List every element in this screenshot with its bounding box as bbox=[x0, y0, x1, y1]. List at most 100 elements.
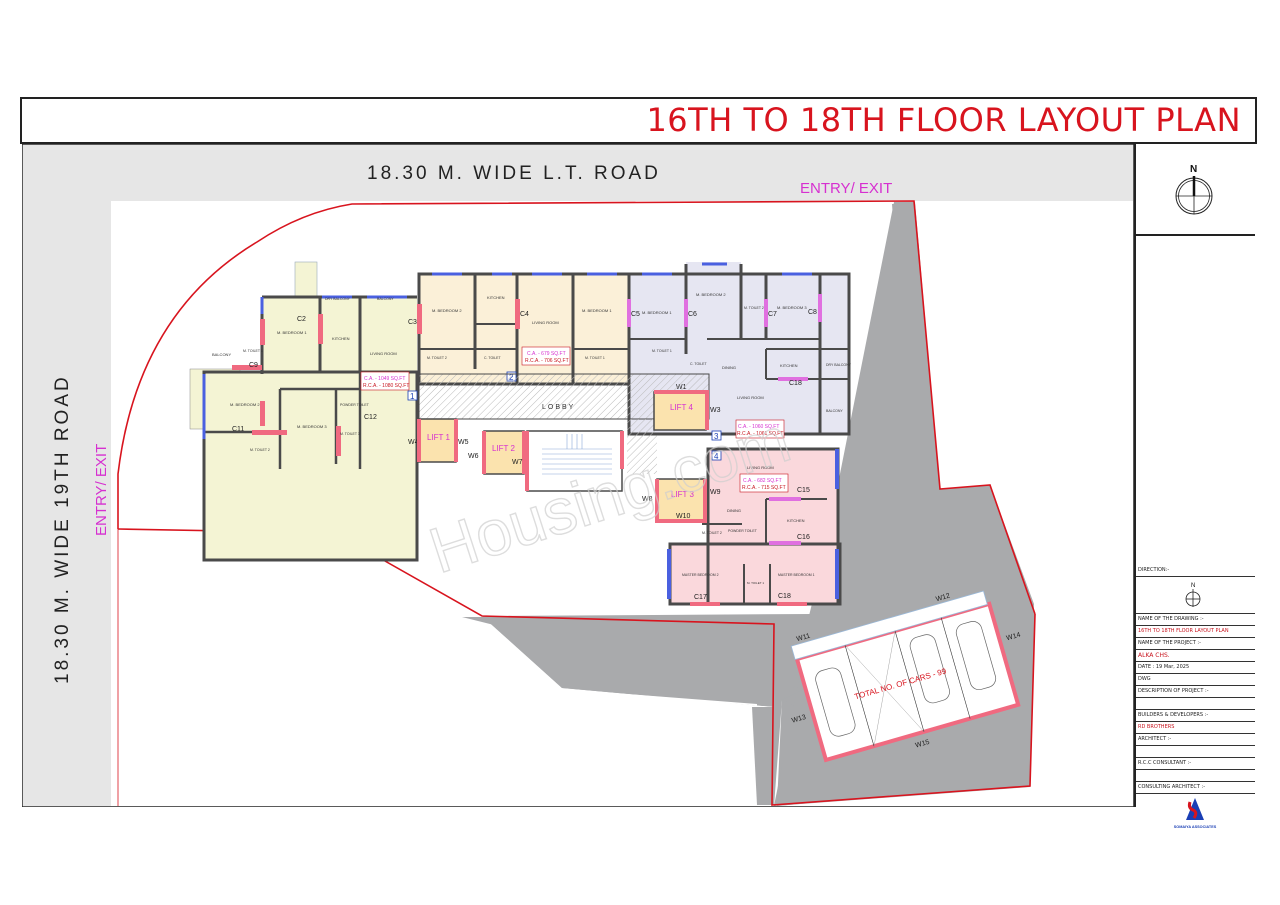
left-road-label: 18.30 M. WIDE 19TH ROAD bbox=[52, 374, 73, 684]
svg-text:M. BEDROOM 1: M. BEDROOM 1 bbox=[642, 310, 672, 315]
svg-text:C5: C5 bbox=[631, 311, 640, 318]
parking-block: TOTAL NO. OF CARS - 99 W11 W12 W13 W14 W… bbox=[790, 590, 1022, 763]
svg-text:M. TOILET 2: M. TOILET 2 bbox=[250, 448, 270, 452]
svg-text:BALCONY: BALCONY bbox=[212, 352, 231, 357]
svg-text:C18: C18 bbox=[778, 593, 791, 600]
dwg: DWG bbox=[1136, 674, 1255, 686]
architect-value bbox=[1136, 746, 1255, 758]
svg-text:M. BEDROOM 1: M. BEDROOM 1 bbox=[277, 330, 307, 335]
drawing-name-label: NAME OF THE DRAWING :- bbox=[1136, 614, 1255, 626]
north-arrow-icon bbox=[1175, 176, 1213, 215]
lobby-label: LOBBY bbox=[542, 404, 575, 411]
project-name: ALKA CHS. bbox=[1136, 650, 1255, 662]
flat-4-rca: R.C.A. - 715 SQ.FT bbox=[742, 485, 786, 491]
svg-text:M. TOILET 3: M. TOILET 3 bbox=[340, 432, 360, 436]
svg-text:C4: C4 bbox=[520, 311, 529, 318]
svg-text:BALCONY: BALCONY bbox=[826, 409, 843, 413]
svg-text:C16: C16 bbox=[797, 534, 810, 541]
svg-text:BALCONY: BALCONY bbox=[377, 297, 394, 301]
svg-text:M. TOILET 1: M. TOILET 1 bbox=[243, 349, 263, 353]
svg-text:LIVING ROOM: LIVING ROOM bbox=[370, 351, 397, 356]
svg-text:W15: W15 bbox=[915, 739, 931, 750]
svg-text:C18: C18 bbox=[789, 380, 802, 387]
consulting-architect-label: CONSULTING ARCHITECT :- bbox=[1136, 782, 1255, 794]
lift-3: LIFT 3 W10 W8 bbox=[642, 478, 707, 523]
svg-text:M. BEDROOM 2: M. BEDROOM 2 bbox=[230, 402, 260, 407]
svg-text:C17: C17 bbox=[694, 594, 707, 601]
svg-text:M. TOILET 2: M. TOILET 2 bbox=[744, 306, 764, 310]
rcc-consultant-value bbox=[1136, 770, 1255, 782]
svg-text:POWDER TOILET: POWDER TOILET bbox=[340, 403, 370, 407]
svg-text:C2: C2 bbox=[297, 316, 306, 323]
svg-text:M. BEDROOM 1: M. BEDROOM 1 bbox=[582, 308, 612, 313]
lift-4: LIFT 4 bbox=[653, 390, 709, 431]
svg-text:LIVING ROOM: LIVING ROOM bbox=[737, 395, 764, 400]
svg-text:W7: W7 bbox=[512, 459, 523, 466]
road-areas bbox=[23, 145, 1133, 806]
svg-text:M. TOILET 1: M. TOILET 1 bbox=[747, 581, 764, 585]
svg-text:C6: C6 bbox=[688, 311, 697, 318]
svg-text:W12: W12 bbox=[935, 593, 951, 604]
description-label: DESCRIPTION OF PROJECT :- bbox=[1136, 686, 1255, 698]
direction-label: DIRECTION:- bbox=[1136, 565, 1255, 577]
compass-icon bbox=[1185, 589, 1201, 607]
lift-2: LIFT 2 W7 bbox=[482, 430, 526, 475]
svg-text:W3: W3 bbox=[710, 407, 721, 414]
svg-text:POWDER TOILET: POWDER TOILET bbox=[728, 529, 758, 533]
svg-text:DINING: DINING bbox=[727, 508, 741, 513]
svg-text:M. TOILET 1: M. TOILET 1 bbox=[652, 349, 672, 353]
svg-text:C12: C12 bbox=[364, 414, 377, 421]
boundary-line bbox=[117, 200, 1036, 615]
svg-text:M. TOILET 2: M. TOILET 2 bbox=[702, 531, 722, 535]
title-block-table: DIRECTION:- N NAME OF THE DRAWING :- 16T… bbox=[1136, 565, 1255, 834]
svg-text:DRY BALCONY: DRY BALCONY bbox=[325, 297, 351, 301]
svg-text:LIVING ROOM: LIVING ROOM bbox=[747, 465, 774, 470]
title-block: N DIRECTION:- N NAME OF THE DRAWING :- bbox=[1134, 144, 1255, 829]
svg-text:W9: W9 bbox=[710, 489, 721, 496]
drawing-name: 16TH TO 18TH FLOOR LAYOUT PLAN bbox=[1136, 626, 1255, 638]
svg-text:C. TOILET: C. TOILET bbox=[690, 362, 707, 366]
svg-text:C11: C11 bbox=[232, 426, 244, 433]
svg-text:W14: W14 bbox=[1006, 632, 1022, 643]
rcc-consultant-label: R.C.C CONSULTANT :- bbox=[1136, 758, 1255, 770]
flat-2-rca: R.C.A. - 706 SQ.FT bbox=[525, 358, 569, 364]
svg-text:W6: W6 bbox=[468, 453, 479, 460]
top-road-label: 18.30 M. WIDE L.T. ROAD bbox=[367, 163, 661, 184]
flat-3-ca: C.A. - 1060 SQ.FT bbox=[738, 424, 779, 430]
svg-text:W8: W8 bbox=[642, 496, 653, 503]
svg-text:KITCHEN: KITCHEN bbox=[332, 336, 350, 341]
flat-4-number: 4 bbox=[714, 452, 719, 461]
flat-3-rca: R.C.A. - 1061 SQ.FT bbox=[737, 431, 783, 437]
flat-2: M. BEDROOM 2 KITCHEN LIVING ROOM M. BEDR… bbox=[417, 272, 631, 386]
svg-text:KITCHEN: KITCHEN bbox=[487, 295, 505, 300]
svg-text:C3: C3 bbox=[408, 319, 417, 326]
north-label: N bbox=[1190, 164, 1197, 175]
lift-1: LIFT 1 W5 W6 bbox=[417, 418, 479, 463]
svg-text:W4: W4 bbox=[408, 439, 419, 446]
svg-text:DINING: DINING bbox=[722, 365, 736, 370]
car-icon bbox=[815, 621, 997, 737]
builders-label: BUILDERS & DEVELOPERS :- bbox=[1136, 710, 1255, 722]
drawing-title: 16TH TO 18TH FLOOR LAYOUT PLAN bbox=[646, 101, 1241, 139]
flat-1-ca: C.A. - 1049 SQ.FT bbox=[364, 376, 405, 382]
north-arrow-box: N bbox=[1136, 144, 1255, 236]
flat-1-rca: R.C.A. - 1080 SQ.FT bbox=[363, 383, 409, 389]
company-logo: SOMAIYA ASSOCIATES bbox=[1136, 794, 1255, 834]
svg-text:W10: W10 bbox=[676, 513, 691, 520]
svg-text:M. TOILET 2: M. TOILET 2 bbox=[427, 356, 447, 360]
flat-1-number: 1 bbox=[410, 392, 415, 401]
svg-text:KITCHEN: KITCHEN bbox=[780, 363, 798, 368]
builders-name: RD BROTHERS bbox=[1136, 722, 1255, 734]
svg-text:C8: C8 bbox=[808, 309, 817, 316]
left-entry-label: ENTRY/ EXIT bbox=[93, 444, 110, 536]
flat-4-ca: C.A. - 682 SQ.FT bbox=[743, 478, 782, 484]
description-value bbox=[1136, 698, 1255, 710]
svg-text:C15: C15 bbox=[797, 487, 810, 494]
logo-text: SOMAIYA ASSOCIATES bbox=[1174, 825, 1217, 829]
lobby: LOBBY bbox=[418, 373, 710, 492]
flat-1: M. BEDROOM 1 M. BEDROOM 2 M. BEDROOM 3 K… bbox=[189, 261, 419, 562]
logo-icon bbox=[1186, 798, 1204, 820]
svg-text:MASTER BEDROOM 1: MASTER BEDROOM 1 bbox=[778, 573, 815, 577]
svg-text:LIVING ROOM: LIVING ROOM bbox=[532, 320, 559, 325]
lift-3-label: LIFT 3 bbox=[671, 490, 695, 499]
